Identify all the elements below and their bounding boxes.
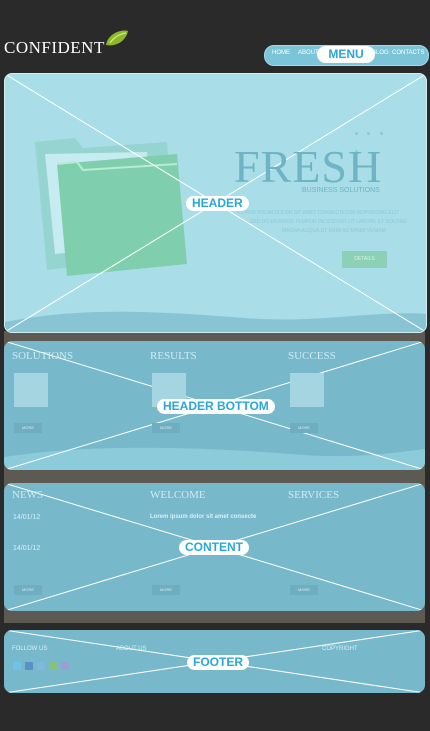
facebook-icon[interactable] bbox=[25, 662, 33, 670]
news-date: 14/01/12 bbox=[13, 514, 41, 521]
content-overlay-label: CONTENT bbox=[179, 540, 249, 555]
menu-overlay-label: MENU bbox=[317, 46, 375, 63]
header-bottom-overlay-label: HEADER BOTTOM bbox=[157, 399, 275, 414]
more-button[interactable]: MORE bbox=[152, 585, 180, 595]
twitter-icon[interactable] bbox=[13, 662, 21, 670]
share-icon[interactable] bbox=[49, 662, 57, 670]
team-photo bbox=[14, 373, 48, 407]
menu-item-blog[interactable]: BLOG bbox=[372, 50, 389, 56]
hero-subtitle: BUSINESS SOLUTIONS bbox=[302, 187, 380, 194]
copyright-title: COPYRIGHT bbox=[322, 646, 358, 652]
more-button[interactable]: MORE bbox=[152, 423, 180, 433]
news-title: NEWS bbox=[12, 489, 44, 501]
services-title: SERVICES bbox=[288, 489, 340, 501]
menu-item-about[interactable]: ABOUT bbox=[298, 50, 319, 56]
folder-icon bbox=[35, 138, 187, 276]
site-logo[interactable]: CONFIDENT bbox=[4, 38, 105, 57]
menu-item-home[interactable]: HOME bbox=[272, 50, 290, 56]
more-button[interactable]: MORE bbox=[290, 585, 318, 595]
more-button[interactable]: MORE bbox=[290, 423, 318, 433]
welcome-title: WELCOME bbox=[150, 489, 206, 501]
more-button[interactable]: MORE bbox=[14, 423, 42, 433]
menu-item-contacts[interactable]: CONTACTS bbox=[392, 50, 425, 56]
hero-text-line: LOREM IPSUM DOLOR SIT AMET CONSECTETUR A… bbox=[238, 210, 399, 216]
hero-text-line: MAGNA ALIQUA UT ENIM AD MINIM VENIAM bbox=[282, 228, 386, 234]
leaf-logo-icon bbox=[106, 30, 128, 46]
hero-title: FRESH bbox=[234, 141, 383, 192]
header-overlay-label: HEADER bbox=[186, 196, 249, 211]
results-title: RESULTS bbox=[150, 350, 197, 362]
hero-text-line: SED DO EIUSMOD TEMPOR INCIDIDUNT UT LABO… bbox=[250, 219, 407, 225]
header-region bbox=[4, 73, 427, 333]
news-date: 14/01/12 bbox=[13, 545, 41, 552]
rss-icon[interactable] bbox=[37, 662, 45, 670]
follow-us-title: FOLLOW US bbox=[12, 646, 48, 652]
mail-icon[interactable] bbox=[61, 662, 69, 670]
more-button[interactable]: MORE bbox=[14, 585, 42, 595]
details-button[interactable]: DETAILS bbox=[342, 251, 387, 268]
welcome-lead: Lorem ipsum dolor sit amet consecte bbox=[150, 514, 257, 520]
about-us-title: ABOUT US bbox=[116, 646, 147, 652]
footer-overlay-label: FOOTER bbox=[187, 655, 249, 670]
slider-dots[interactable] bbox=[355, 122, 395, 153]
wave-decoration bbox=[4, 447, 425, 470]
team-photo bbox=[290, 373, 324, 407]
wave-decoration bbox=[5, 311, 426, 332]
solutions-title: SOLUTIONS bbox=[12, 350, 74, 362]
success-title: SUCCESS bbox=[288, 350, 336, 362]
